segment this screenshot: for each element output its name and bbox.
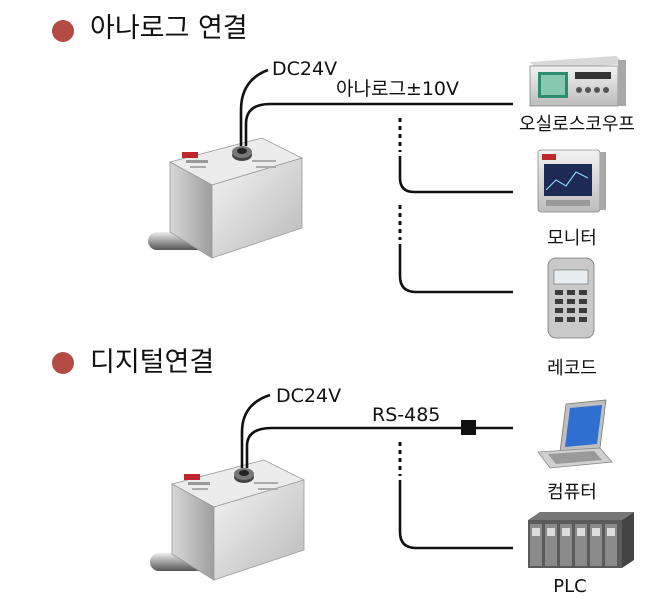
oscilloscope-label: 오실로스코우프 xyxy=(519,114,635,135)
analog-section-bullet xyxy=(52,20,74,42)
digital-section-title: 디지털연결 xyxy=(90,347,215,378)
analog-signal-cable xyxy=(244,102,513,146)
analog-branch-monitor xyxy=(398,156,513,194)
analog-section-title: 아나로그 연결 xyxy=(90,13,248,44)
laptop-icon xyxy=(537,399,613,469)
digital-signal-label: RS-485 xyxy=(372,404,441,426)
monitor-meter-icon xyxy=(537,149,606,213)
analog-power-label: DC24V xyxy=(272,58,338,80)
oscilloscope-icon xyxy=(529,56,626,107)
digital-signal-cable xyxy=(245,426,513,468)
plc-label: PLC xyxy=(553,576,587,597)
analog-branch-recorder xyxy=(398,244,513,294)
digital-branch-plc xyxy=(398,480,513,550)
recorder-icon xyxy=(547,257,595,339)
analog-torque-sensor xyxy=(148,137,304,259)
rs485-connector xyxy=(461,420,476,435)
digital-torque-sensor xyxy=(150,459,306,581)
digital-power-label: DC24V xyxy=(276,385,342,407)
digital-section-bullet xyxy=(52,352,74,374)
computer-label: 컴퓨터 xyxy=(547,482,597,503)
analog-power-cable xyxy=(239,68,269,146)
analog-signal-label: 아나로그±10V xyxy=(336,78,460,100)
monitor-label: 모니터 xyxy=(547,228,597,249)
digital-power-cable xyxy=(240,393,271,468)
recorder-label: 레코드 xyxy=(547,358,597,379)
plc-icon xyxy=(528,512,634,568)
